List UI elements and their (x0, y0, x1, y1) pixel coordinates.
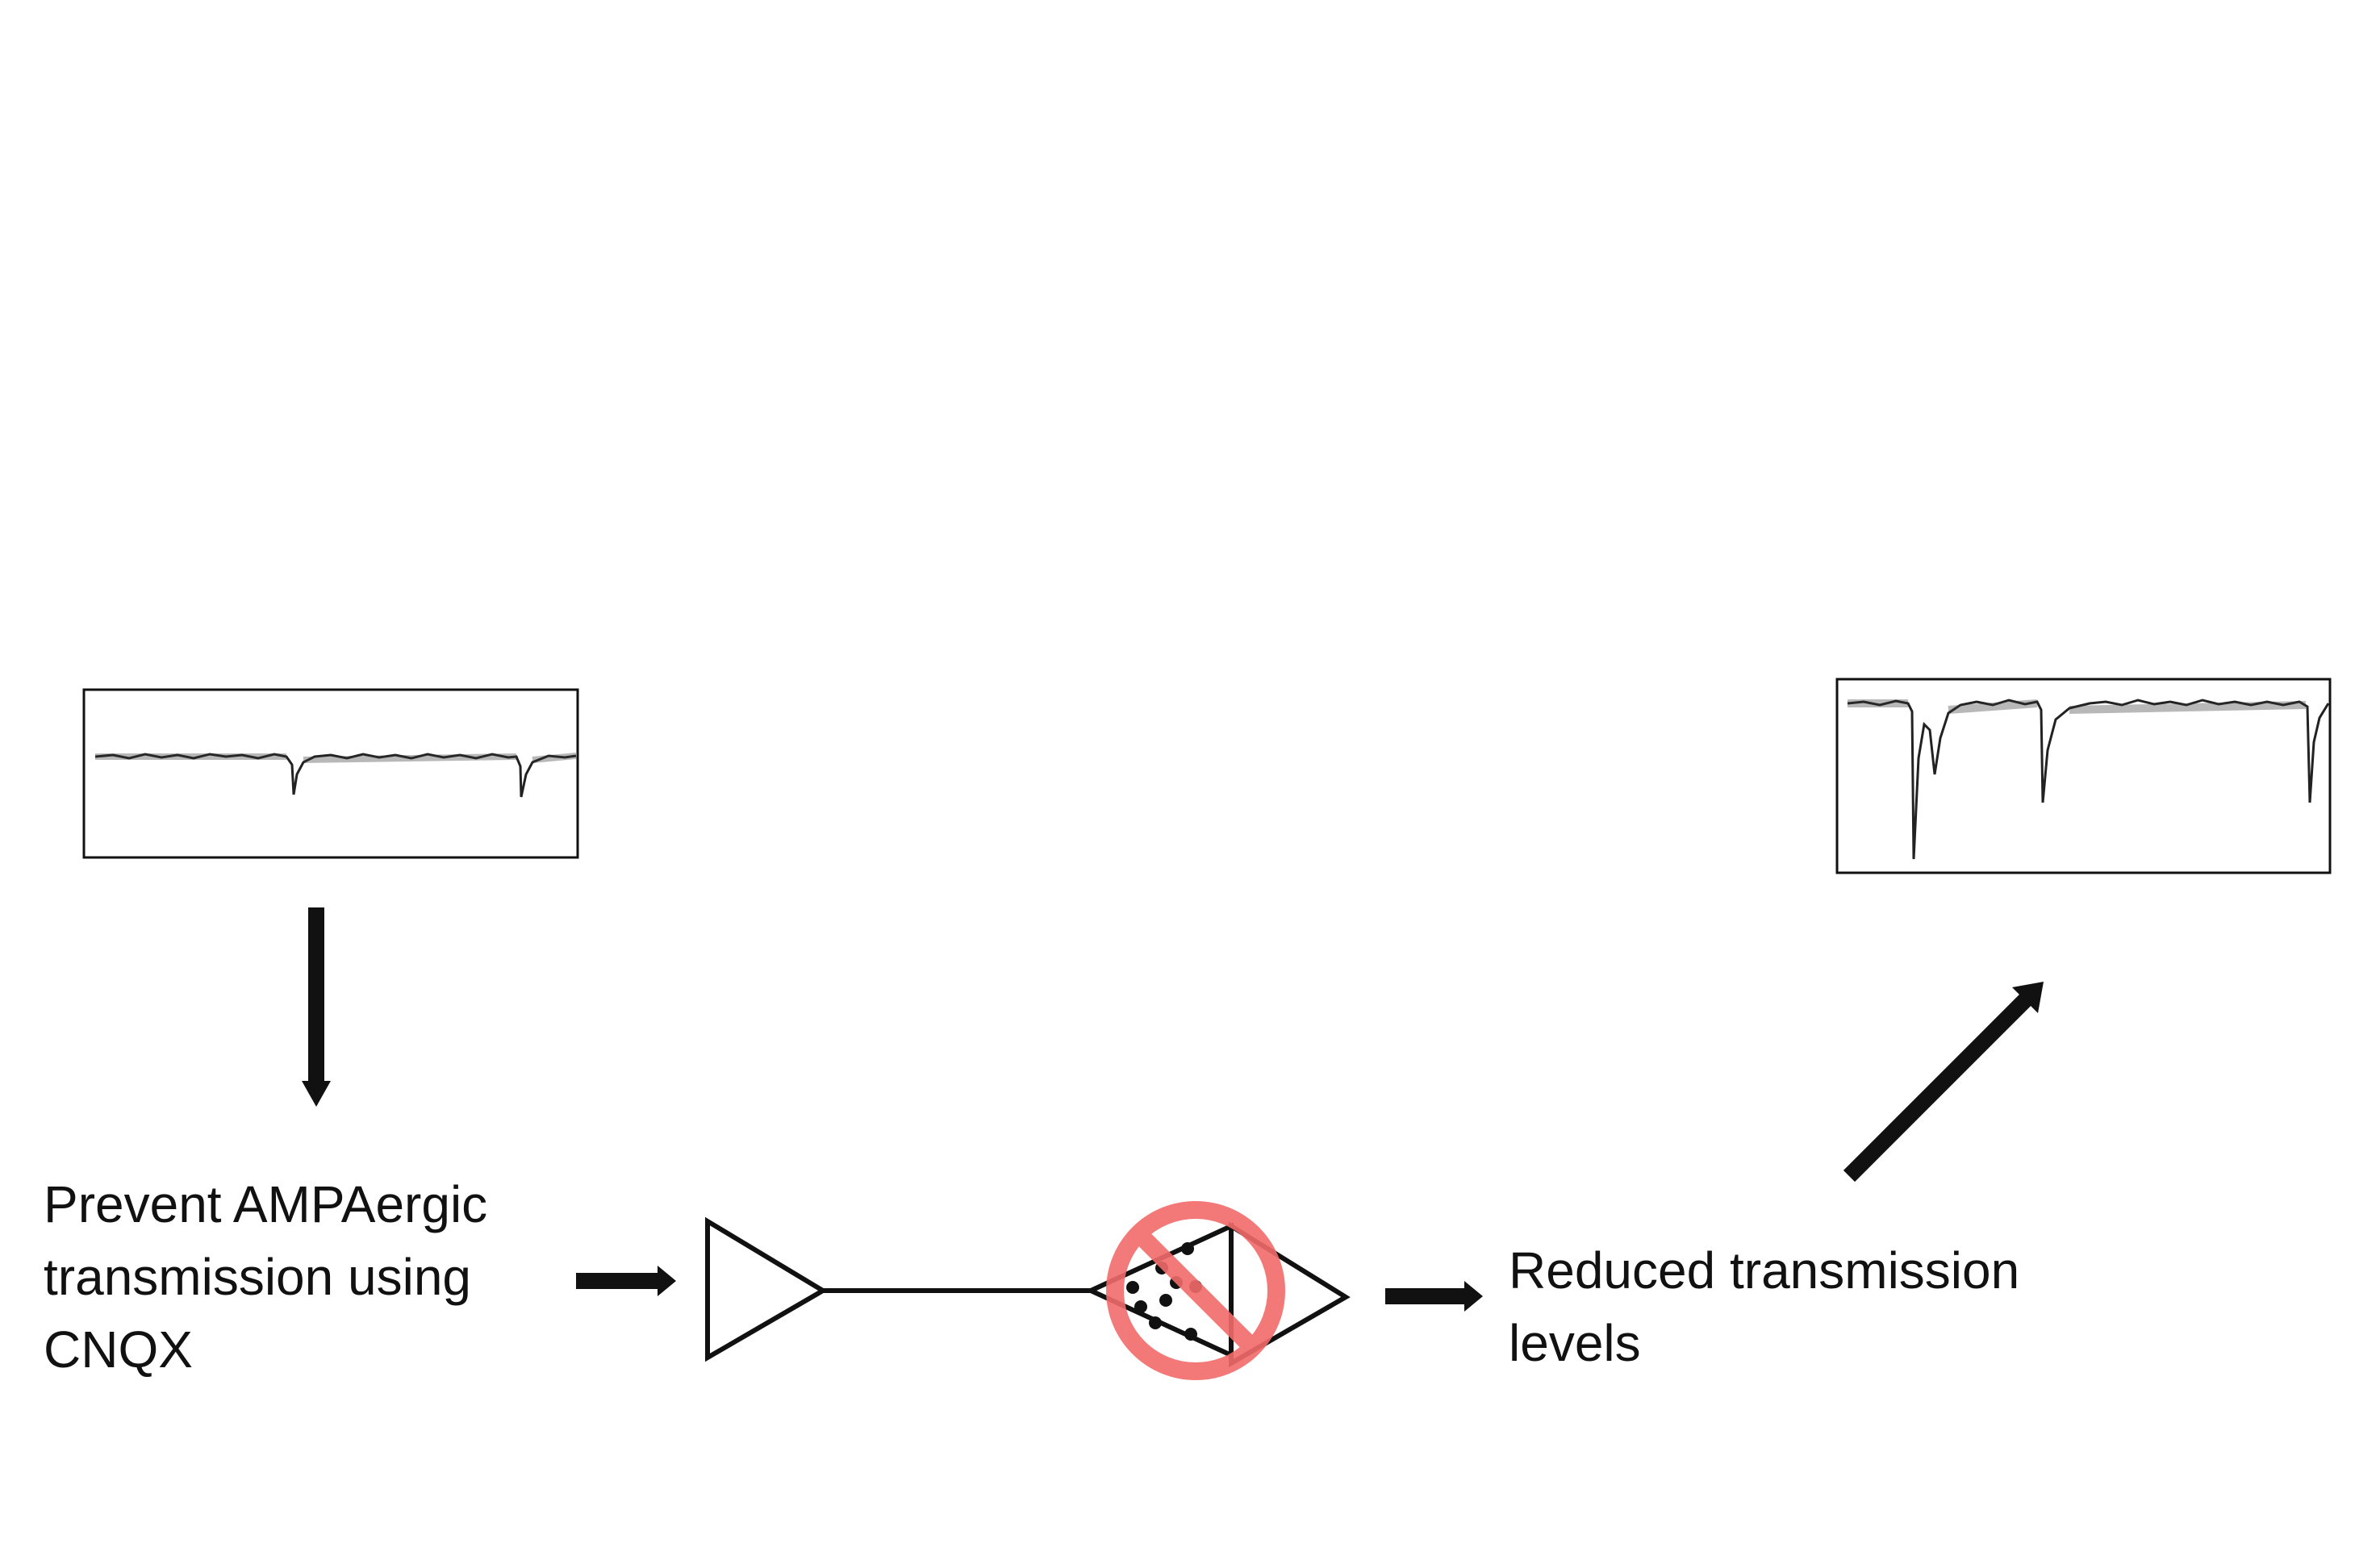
cnqx-caption: Prevent AMPAergic transmission using CNQ… (44, 1168, 487, 1386)
trace-before-signal (94, 753, 577, 798)
arrow-down (302, 907, 331, 1107)
cnqx-caption-line-2: transmission using (44, 1248, 471, 1306)
presynaptic-neuron (705, 1216, 828, 1362)
trace-before (82, 688, 579, 859)
reduced-caption-line-1: Reduced transmission (1509, 1241, 2020, 1299)
trace-after-noise (1848, 699, 2307, 714)
reduced-caption-line-2: levels (1509, 1314, 1641, 1372)
trace-after-signal (1847, 699, 2330, 860)
cnqx-caption-line-3: CNQX (44, 1320, 193, 1379)
arrow-right-1 (576, 1266, 676, 1296)
arrow-diagonal (1843, 982, 2044, 1183)
trace-after (1835, 678, 2332, 874)
trace-before-noise (95, 753, 577, 763)
reduced-caption: Reduced transmission levels (1509, 1234, 2019, 1379)
arrow-right-2 (1385, 1281, 1483, 1312)
synapse-diagram (705, 1201, 1351, 1380)
no-symbol-icon (1106, 1201, 1285, 1380)
cnqx-caption-line-1: Prevent AMPAergic (44, 1175, 488, 1233)
trace-before-frame (82, 688, 579, 859)
trace-after-frame (1835, 678, 2332, 874)
